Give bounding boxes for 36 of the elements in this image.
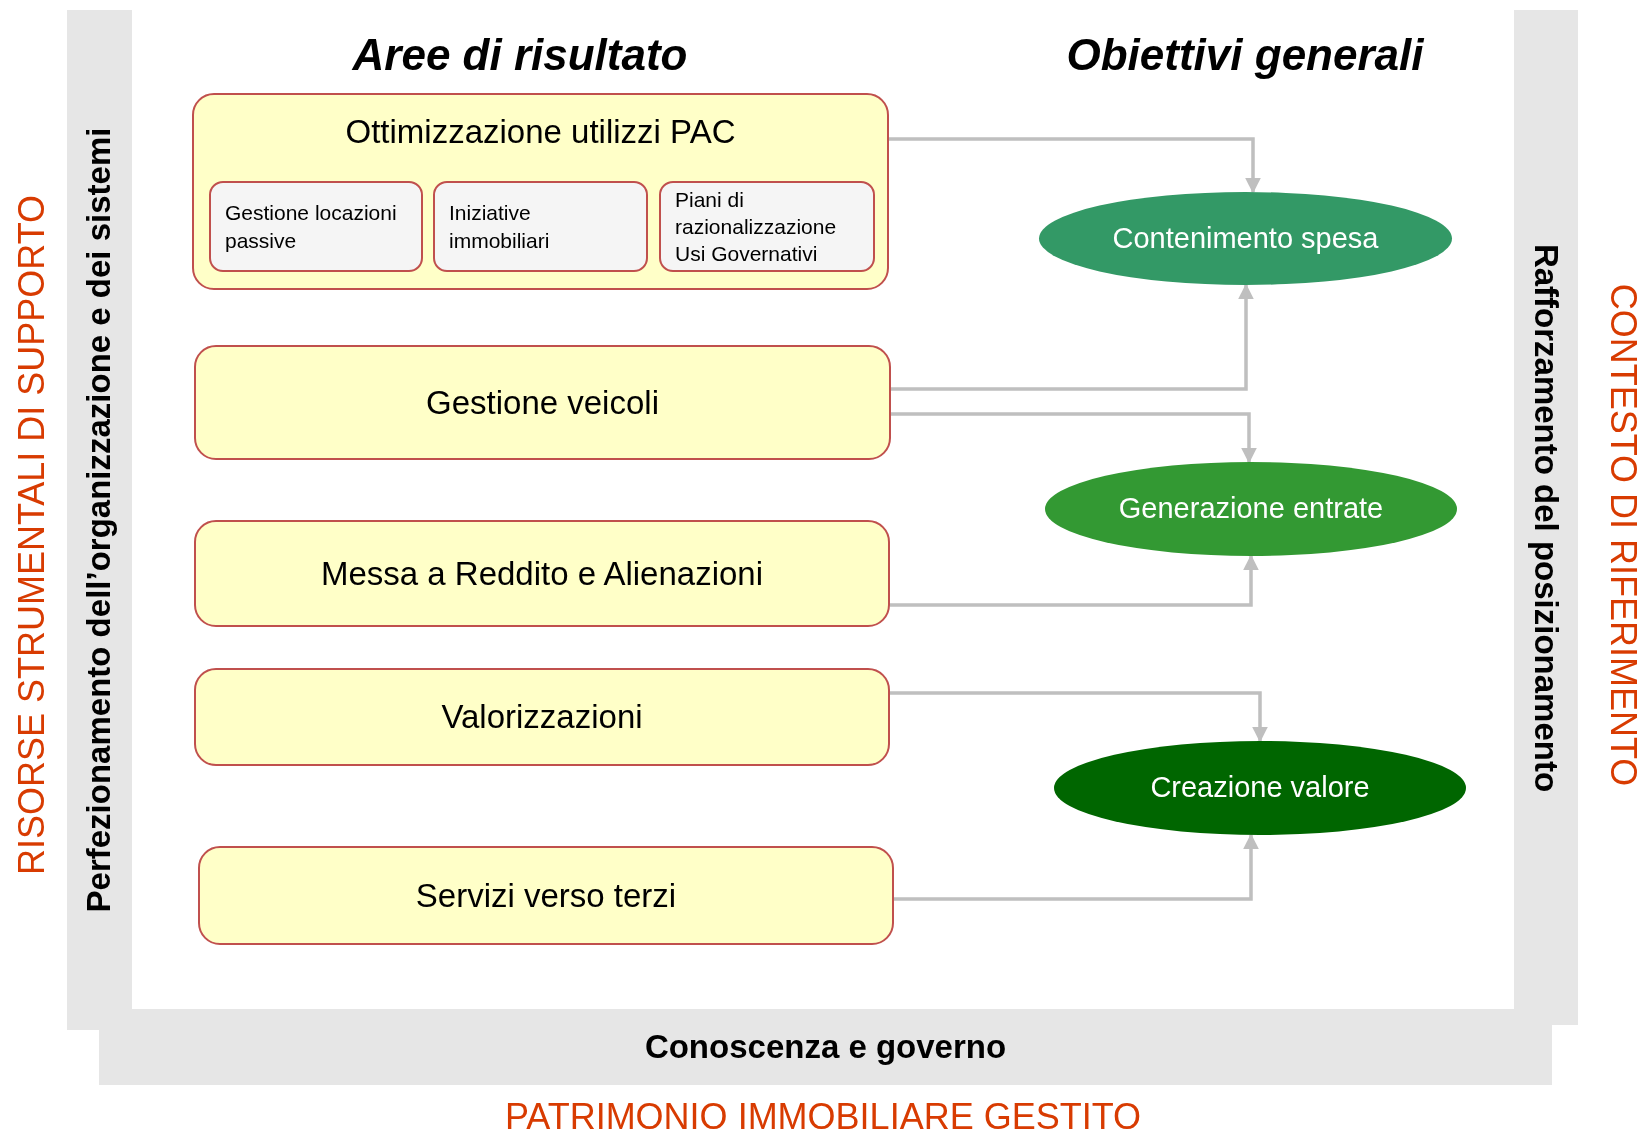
node-label: Messa a Reddito e Alienazioni bbox=[320, 554, 764, 593]
node-label: Gestione veicoli bbox=[426, 383, 659, 422]
connector-arrow bbox=[889, 137, 1261, 194]
node-label: Servizi verso terzi bbox=[415, 876, 677, 915]
node-label: Creazione valore bbox=[1150, 770, 1370, 806]
sub-area-box bbox=[659, 181, 875, 272]
frame-band bbox=[99, 1009, 1552, 1085]
result-area-box bbox=[194, 520, 890, 627]
node-label: Gestione locazioni passive bbox=[225, 200, 398, 254]
node-label: Ottimizzazione utilizzi PAC bbox=[345, 113, 736, 151]
band-label: Rafforzamento del posizionamento bbox=[1527, 243, 1565, 792]
context-label: CONTESTO DI RIFERIMENTO bbox=[1602, 283, 1644, 787]
sub-area-box bbox=[433, 181, 648, 272]
band-label: Conoscenza e governo bbox=[644, 1028, 1007, 1066]
connector-arrow bbox=[894, 833, 1259, 901]
connector-arrow bbox=[890, 554, 1259, 607]
result-area-box bbox=[198, 846, 894, 945]
node-label: Generazione entrate bbox=[1118, 491, 1384, 527]
connector-arrow bbox=[890, 691, 1268, 743]
connector-arrow bbox=[891, 283, 1254, 391]
node-label: Iniziative immobiliari bbox=[449, 200, 551, 254]
node-label: Piani di razionalizzazione Usi Governativi bbox=[675, 186, 838, 268]
column-heading: Aree di risultato bbox=[352, 30, 688, 80]
context-label: PATRIMONIO IMMOBILIARE GESTITO bbox=[504, 1096, 1142, 1135]
node-label: Contenimento spesa bbox=[1112, 220, 1379, 256]
band-label: Perfezionamento dell’organizzazione e dei sistemi bbox=[80, 127, 119, 913]
sub-area-box bbox=[209, 181, 423, 272]
result-area-box bbox=[192, 93, 889, 290]
frame-band bbox=[67, 10, 132, 1030]
result-area-box bbox=[194, 668, 890, 766]
node-label: Valorizzazioni bbox=[441, 698, 643, 736]
connector-arrow bbox=[891, 412, 1257, 464]
context-label: RISORSE STRUMENTALI DI SUPPORTO bbox=[11, 194, 53, 876]
frame-band bbox=[1514, 10, 1578, 1025]
result-area-box bbox=[194, 345, 891, 460]
column-heading: Obiettivi generali bbox=[1066, 30, 1424, 80]
